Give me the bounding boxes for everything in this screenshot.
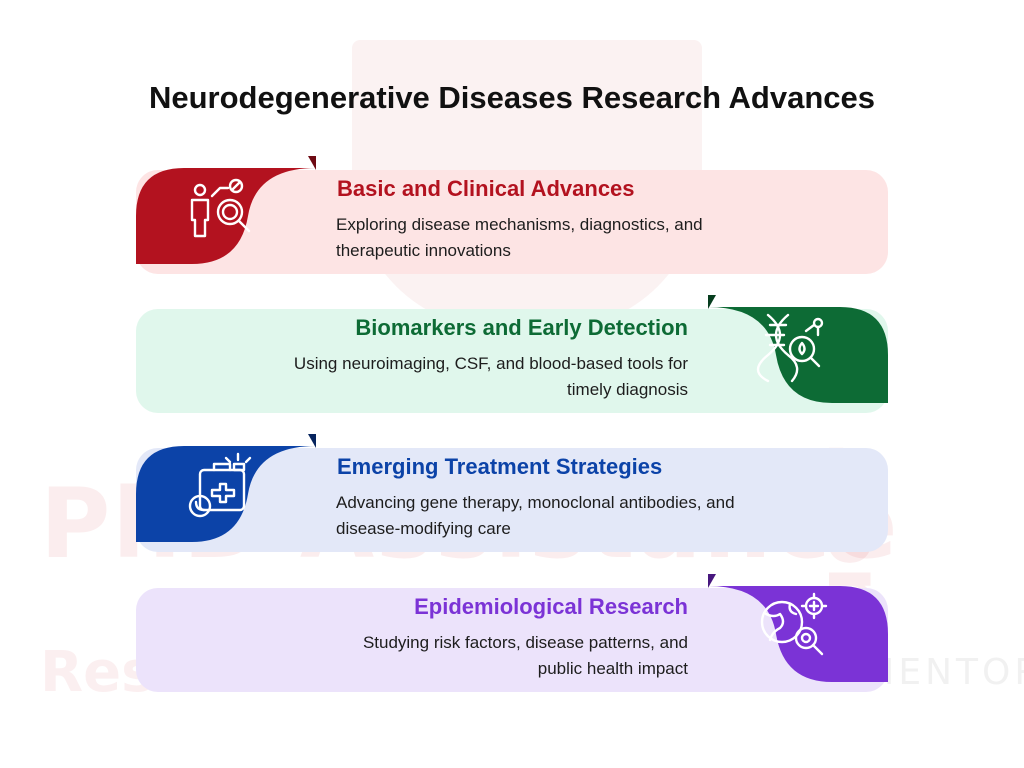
- card-background: [136, 588, 888, 692]
- card-background: [136, 448, 888, 552]
- person-magnifier-icon: [180, 166, 264, 250]
- card-badge: [136, 434, 316, 542]
- card-description-line: public health impact: [537, 659, 688, 678]
- card-basic-clinical: Basic and Clinical Advances Exploring di…: [136, 156, 888, 276]
- card-description: Exploring disease mechanisms, diagnostic…: [336, 212, 856, 264]
- card-title: Basic and Clinical Advances: [337, 176, 635, 201]
- card-description-line: Advancing gene therapy, monoclonal antib…: [336, 493, 735, 512]
- card-description: Advancing gene therapy, monoclonal antib…: [336, 490, 856, 542]
- card-title: Epidemiological Research: [414, 594, 688, 619]
- card-epidemiological: Epidemiological Research Studying risk f…: [136, 574, 888, 694]
- card-description-line: timely diagnosis: [567, 380, 688, 399]
- page-title: Neurodegenerative Diseases Research Adva…: [148, 80, 875, 115]
- dna-drop-icon: [752, 305, 836, 389]
- card-title: Emerging Treatment Strategies: [337, 454, 663, 479]
- card-description: Using neuroimaging, CSF, and blood-based…: [168, 351, 688, 403]
- card-description-line: Exploring disease mechanisms, diagnostic…: [336, 215, 703, 234]
- card-description-line: therapeutic innovations: [336, 241, 511, 260]
- card-background: [136, 170, 888, 274]
- globe-virus-icon: [752, 584, 836, 668]
- card-description-line: Studying risk factors, disease patterns,…: [362, 633, 688, 652]
- card-description: Studying risk factors, disease patterns,…: [168, 630, 688, 682]
- medical-kit-icon: [180, 444, 264, 528]
- card-badge: [708, 295, 888, 403]
- card-badge: [136, 156, 316, 264]
- card-description-line: disease-modifying care: [336, 519, 511, 538]
- card-description-line: Using neuroimaging, CSF, and blood-based…: [293, 354, 688, 373]
- card-treatment-strategies: Emerging Treatment Strategies Advancing …: [136, 434, 888, 554]
- card-biomarkers: Biomarkers and Early Detection Using neu…: [136, 295, 888, 415]
- card-title: Biomarkers and Early Detection: [355, 315, 688, 340]
